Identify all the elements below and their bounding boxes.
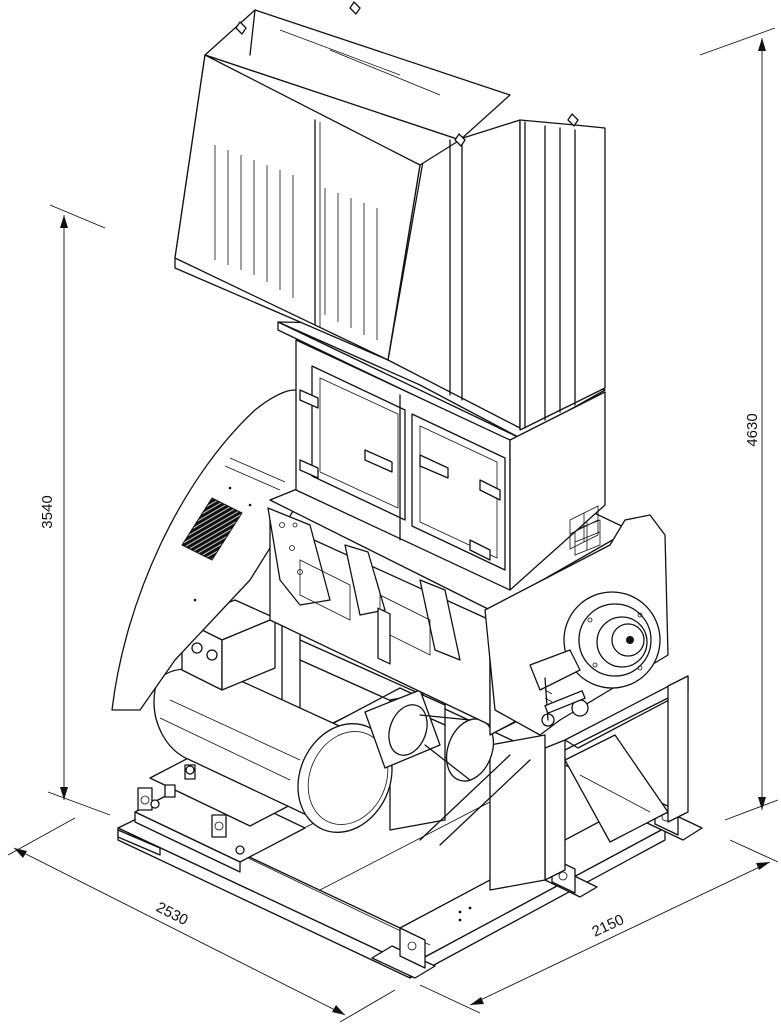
dimension-height-left: 3540 [39,204,111,816]
dimension-height-right: 4630 [699,27,779,821]
hopper-upper-cover [174,1,606,431]
dimension-length-bottom-left: 2530 [7,817,396,1023]
dimension-label-2530: 2530 [153,899,190,929]
dimension-label-4630: 4630 [744,413,761,446]
cover-ribs [214,145,378,340]
bearing-side-plate [484,514,669,736]
dimension-label-2150: 2150 [589,911,626,941]
granulator-machine [111,1,703,979]
motor-base-plate [117,751,306,873]
terminal-box [181,599,276,691]
dimension-label-3540: 3540 [39,495,56,528]
